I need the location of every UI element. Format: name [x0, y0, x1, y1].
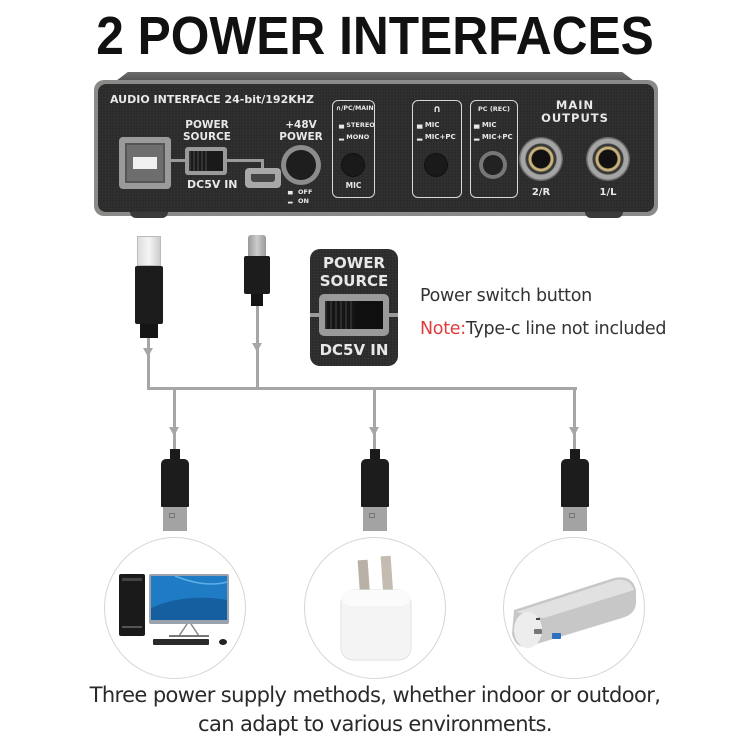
arrow-down-icon	[369, 427, 379, 436]
button-up-icon: ▄	[288, 188, 293, 195]
switch-wire	[261, 159, 264, 169]
mono-label: ▂ MONO	[339, 133, 370, 141]
monitor-header: ∩/PC/MAIN	[336, 105, 374, 112]
usb-b-plug-neck	[140, 324, 158, 338]
button-up-icon: ▄	[474, 121, 482, 129]
branch-line	[173, 389, 176, 449]
phantom-power-label-2: POWER	[279, 131, 323, 143]
main-outputs-label-2: OUTPUTS	[541, 111, 609, 125]
usb-c-plug-body	[244, 256, 270, 294]
rec-mode-box	[470, 100, 518, 198]
rec-mode-button[interactable]	[479, 151, 507, 179]
phantom-power-button[interactable]	[281, 145, 321, 185]
button-down-icon: ▂	[417, 133, 425, 141]
rec-mic-label: ▄ MIC	[474, 121, 497, 129]
power-source-label-2: SOURCE	[183, 131, 231, 143]
output-jack-left-icon	[586, 137, 630, 181]
callout-switch-toggle	[325, 301, 383, 329]
headphone-micpc-label: ▂ MIC+PC	[417, 133, 456, 141]
stereo-mono-button[interactable]	[342, 154, 364, 176]
callout-dc5v-label: DC5V IN	[319, 341, 389, 359]
branch-line	[573, 389, 576, 449]
monitor-mode-box	[332, 100, 375, 198]
output-jack-right-icon	[519, 137, 563, 181]
arrow-down-icon	[169, 427, 179, 436]
phantom-off-label: OFF	[298, 188, 313, 196]
usb-b-port-slot	[133, 157, 157, 169]
button-up-icon: ▄	[339, 121, 347, 129]
type-c-port-icon	[245, 168, 281, 188]
arrow-down-icon	[569, 427, 579, 436]
desktop-computer-icon	[104, 537, 246, 679]
headphone-mode-box	[412, 100, 462, 198]
arrow-down-icon	[143, 348, 153, 357]
switch-wire	[171, 159, 185, 162]
output-left-label: 1/L	[599, 187, 617, 198]
footer-line-1: Three power supply methods, whether indo…	[89, 683, 661, 707]
mic-label: MIC	[345, 181, 362, 190]
usb-c-plug-neck	[251, 294, 263, 306]
button-down-icon: ▂	[288, 197, 293, 204]
footer-line-2: can adapt to various environments.	[198, 712, 553, 736]
usb-b-plug-icon	[137, 236, 161, 266]
page-title: 2 POWER INTERFACES	[96, 6, 654, 66]
arrow-down-icon	[252, 343, 262, 352]
output-right-label: 2/R	[531, 187, 551, 198]
stereo-label: ▄ STEREO	[339, 121, 375, 129]
phantom-power-label-1: +48V	[285, 119, 317, 131]
dc5v-in-label: DC5V IN	[187, 178, 238, 191]
power-bank-icon	[503, 537, 645, 679]
connector-line	[147, 338, 150, 390]
headphone-icon: ∩	[432, 104, 442, 115]
power-switch-caption: Power switch button	[420, 286, 592, 306]
device-foot	[130, 212, 168, 218]
callout-power-label: POWER	[322, 254, 386, 272]
note-label: Note:	[420, 319, 466, 339]
power-source-switch-toggle[interactable]	[189, 151, 223, 171]
note-text: Type-c line not included	[465, 319, 667, 339]
button-up-icon: ▄	[417, 121, 425, 129]
rec-micpc-label: ▂ MIC+PC	[474, 133, 513, 141]
distribution-bus-line	[147, 387, 577, 390]
button-down-icon: ▂	[339, 133, 347, 141]
button-down-icon: ▂	[474, 133, 482, 141]
device-foot	[585, 212, 623, 218]
device-header-label: AUDIO INTERFACE 24-bit/192KHZ	[110, 93, 314, 106]
wall-charger-icon	[304, 537, 446, 679]
phantom-on-label: ON	[298, 197, 309, 205]
usb-b-plug-body	[135, 266, 163, 324]
pc-rec-label: PC (REC)	[478, 105, 510, 113]
usb-c-plug-icon	[248, 235, 266, 257]
switch-wire	[227, 159, 263, 162]
callout-source-label: SOURCE	[319, 272, 389, 290]
power-source-label-1: POWER	[185, 119, 229, 131]
headphone-mic-label: ▄ MIC	[417, 121, 440, 129]
main-outputs-label-1: MAIN	[555, 98, 595, 112]
note-line: Note:Type-c line not included	[420, 319, 667, 339]
branch-line	[373, 389, 376, 449]
headphone-mode-button[interactable]	[425, 154, 447, 176]
